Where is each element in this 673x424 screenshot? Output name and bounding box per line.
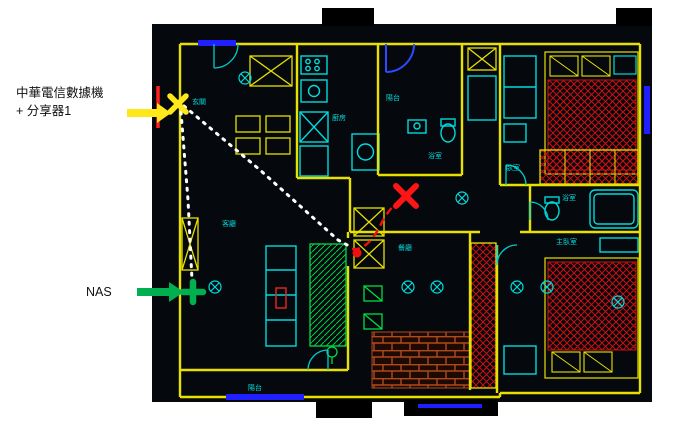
dining-chair-icon [265, 115, 291, 133]
wardrobe-strip [470, 242, 497, 389]
nas-annotation-label: NAS [86, 285, 112, 299]
red-cabinet-item [275, 287, 287, 309]
walls [178, 42, 642, 399]
door-arc [213, 43, 239, 69]
furniture-layer [265, 55, 639, 375]
window-bar [418, 404, 482, 408]
washbasin-icon [407, 119, 427, 134]
modem-annotation-line2: + 分享器1 [16, 104, 72, 119]
column-block [616, 8, 652, 26]
green-items-layer [326, 285, 383, 364]
fridge-icon [299, 111, 329, 143]
wood-floor-area [371, 331, 471, 389]
modem-x-marker [167, 93, 189, 115]
dining-chair-icon [265, 137, 291, 155]
nightstand-icon [613, 55, 637, 75]
dining-chair-icon [235, 137, 261, 155]
column-block [322, 8, 374, 26]
nas-plus-marker [179, 278, 207, 306]
green-box-icon [363, 313, 383, 330]
shelf-icon [599, 237, 639, 253]
door-arc [505, 164, 527, 186]
modem-arrow-icon [127, 103, 171, 123]
tatami-area [309, 243, 347, 347]
cabinet-icon [503, 123, 527, 143]
pillow-icon [549, 55, 579, 77]
door-arc [307, 349, 329, 371]
nas-annotation: NAS [86, 283, 112, 301]
pillow-icon [551, 351, 581, 373]
closet-icon [181, 217, 199, 271]
room-label: 主臥室 [556, 237, 577, 246]
room-label: 玄關 [192, 97, 206, 106]
green-box-icon [363, 285, 383, 302]
room-label: 臥室 [506, 163, 520, 172]
pillow-icon [583, 351, 613, 373]
room-label: 陽台 [386, 93, 400, 102]
storage-box-icon [353, 207, 385, 237]
bookcase-icon [265, 245, 297, 347]
window-bar [198, 40, 236, 46]
door-arc [529, 201, 549, 221]
toilet-icon [440, 123, 456, 143]
room-label: 浴室 [562, 193, 576, 202]
doors-layer [213, 43, 549, 371]
shaft-box-icon [467, 47, 497, 71]
cable-junction-dot [352, 248, 362, 258]
modem-annotation: 中華電信數據機 + 分享器1 [16, 84, 104, 120]
cable-route-main [182, 104, 353, 249]
nas-arrow-icon [137, 282, 184, 302]
door-arc [496, 244, 518, 266]
window-bar [644, 86, 650, 134]
dining-chair-icon [235, 115, 261, 133]
room-label: 陽台 [248, 383, 262, 392]
window-bar [226, 394, 304, 400]
dresser-band [539, 149, 639, 185]
stove-icon [300, 55, 328, 75]
counter-icon [299, 145, 329, 177]
callout-arrows [127, 86, 184, 302]
kitchen-sink-icon [300, 79, 328, 103]
entry-cabinet-icon [249, 55, 293, 87]
column-block [316, 400, 372, 418]
room-label: 浴室 [428, 151, 442, 160]
modem-annotation-line1: 中華電信數據機 [16, 86, 104, 100]
windows-layer [198, 40, 650, 408]
network-overlay [167, 93, 419, 306]
cable-route-to-nas [179, 110, 194, 282]
door-arc [385, 43, 415, 73]
shaft-cabinet-icon [467, 75, 497, 121]
desk-icon [503, 345, 537, 375]
bathtub-icon [589, 189, 639, 229]
room-label: 廚房 [332, 113, 346, 122]
room-label: 客廳 [222, 219, 236, 228]
floor-plan: 玄關 廚房 陽台 浴室 客廳 餐廳 臥室 主臥室 浴室 陽台 [178, 40, 650, 408]
pillow-icon [581, 55, 611, 77]
yellow-furniture-layer [181, 47, 497, 271]
room-labels: 玄關 廚房 陽台 浴室 客廳 餐廳 臥室 主臥室 浴室 陽台 [192, 93, 577, 392]
highlight-x-marker [393, 183, 419, 209]
room-label: 餐廳 [398, 243, 412, 252]
